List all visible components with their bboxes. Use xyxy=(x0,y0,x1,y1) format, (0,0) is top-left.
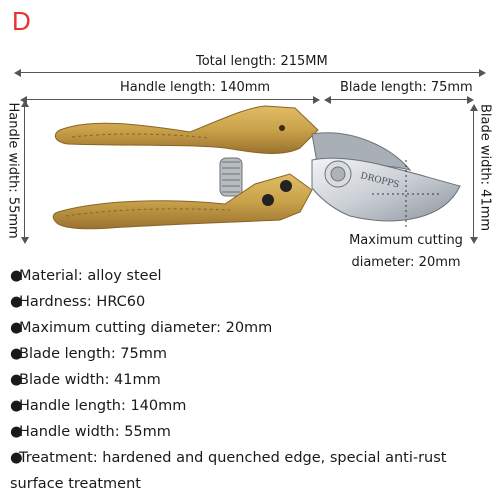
handle-length-line xyxy=(26,99,314,100)
max-cutting-caption: Maximum cutting diameter: 20mm xyxy=(346,230,466,274)
pruning-shears-image: DROPPS xyxy=(52,105,461,230)
total-length-arrow-right xyxy=(479,69,486,77)
bullet-icon: ● xyxy=(10,398,23,414)
handle-width-label: Handle width: 55mm xyxy=(5,102,21,239)
bullet-icon: ● xyxy=(10,294,23,310)
spring xyxy=(219,157,243,197)
bullet-icon: ● xyxy=(10,346,23,362)
total-length-line xyxy=(20,72,480,73)
spec-item-material: ●Material: alloy steel xyxy=(10,263,490,289)
blade-width-arrow-top xyxy=(470,104,478,111)
handle-width-arrow-bottom xyxy=(21,237,29,244)
upper-handle xyxy=(54,105,319,154)
spec-item-treatment: ●Treatment: hardened and quenched edge, … xyxy=(10,445,490,497)
blade-width-label: Blade width: 41mm xyxy=(477,103,493,232)
handle-width-line xyxy=(24,106,25,238)
corner-letter: D xyxy=(12,6,31,36)
blade-length-line xyxy=(330,99,468,100)
handle-length-label: Handle length: 140mm xyxy=(120,80,271,95)
spec-item-blade-width: ●Blade width: 41mm xyxy=(10,367,490,393)
handle-width-arrow-top xyxy=(21,100,29,107)
spec-item-handle-width: ●Handle width: 55mm xyxy=(10,419,490,445)
handle-length-arrow-right xyxy=(313,96,320,104)
max-cutting-caption-line2: diameter: 20mm xyxy=(351,255,461,270)
bullet-icon: ● xyxy=(10,320,23,336)
spec-item-hardness: ●Hardness: HRC60 xyxy=(10,289,490,315)
spec-item-max-cut: ●Maximum cutting diameter: 20mm xyxy=(10,315,490,341)
total-length-arrow-left xyxy=(14,69,21,77)
spec-item-blade-length: ●Blade length: 75mm xyxy=(10,341,490,367)
blade-width-line xyxy=(473,110,474,238)
lower-handle xyxy=(52,173,313,230)
bullet-icon: ● xyxy=(10,372,23,388)
blade-length-arrow-left xyxy=(324,96,331,104)
spec-list: ●Material: alloy steel ●Hardness: HRC60 … xyxy=(10,263,490,497)
blade-width-arrow-bottom xyxy=(470,237,478,244)
bullet-icon: ● xyxy=(10,424,23,440)
cut-diameter-marker xyxy=(372,160,442,228)
pivot-bolt-icon xyxy=(324,160,352,188)
bullet-icon: ● xyxy=(10,450,23,466)
blade-length-arrow-right xyxy=(467,96,474,104)
spec-item-handle-length: ●Handle length: 140mm xyxy=(10,393,490,419)
total-length-label: Total length: 215MM xyxy=(196,54,328,69)
max-cutting-caption-line1: Maximum cutting xyxy=(349,233,463,248)
blade-length-label: Blade length: 75mm xyxy=(340,80,473,95)
bullet-icon: ● xyxy=(10,268,23,284)
